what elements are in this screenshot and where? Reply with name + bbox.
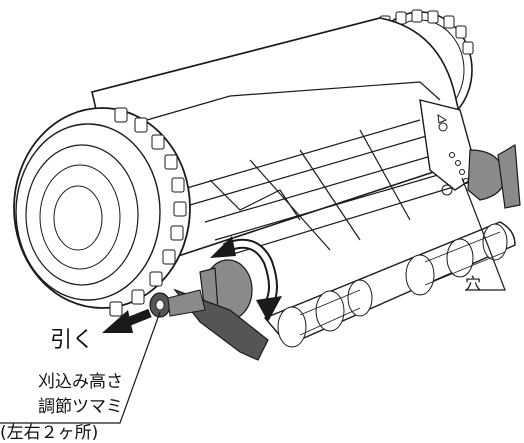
pull-label: 引く xyxy=(50,328,95,353)
leader-lines xyxy=(0,177,506,424)
right-adjust-knob xyxy=(467,143,521,209)
pull-arrow xyxy=(102,308,152,333)
side-plate xyxy=(419,99,479,196)
height-adjust-knob xyxy=(149,259,269,361)
hole-label: 穴 xyxy=(465,274,482,293)
reel-blades xyxy=(179,119,461,256)
knob-label-line3: (左右２ヶ所) xyxy=(0,423,99,443)
front-roller xyxy=(263,221,516,348)
left-wheel xyxy=(13,107,191,317)
knob-label-line2: 調節ツマミ xyxy=(38,397,123,417)
knob-label-line1: 刈込み高さ xyxy=(38,372,123,392)
rotation-arrow xyxy=(210,236,282,322)
